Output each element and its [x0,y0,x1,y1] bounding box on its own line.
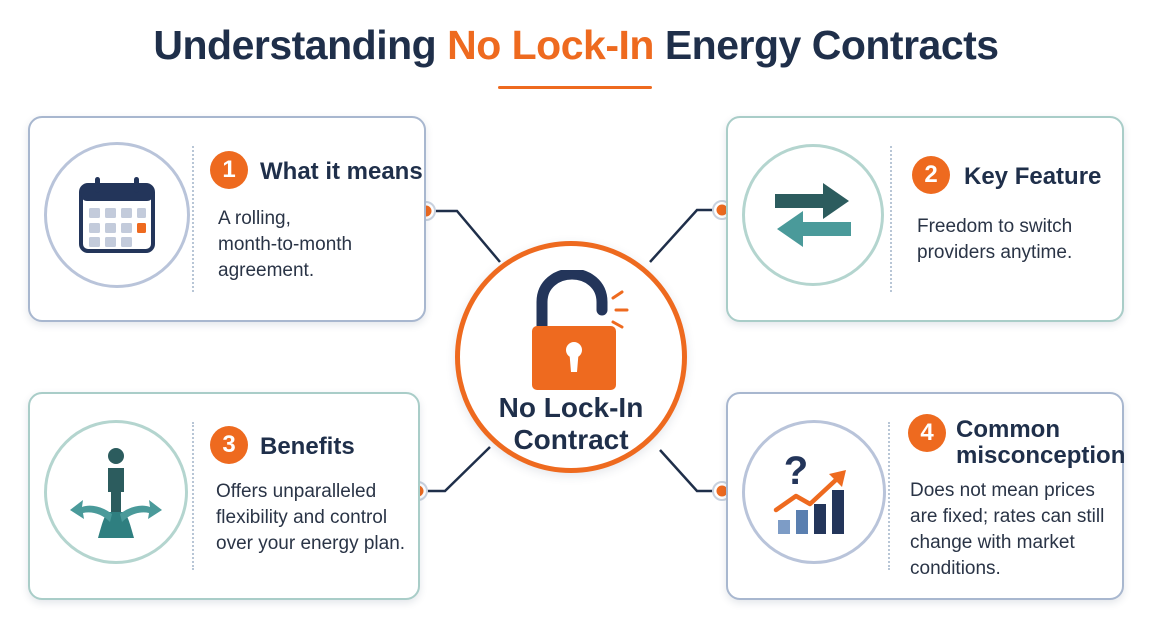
card-1-divider [192,146,194,292]
card-4-title-line2: misconception [956,442,1126,469]
card-3-icon-circle [44,420,188,564]
connector-line-2 [649,208,722,263]
card-3-number-badge: 3 [210,426,248,464]
card-benefits: 3 Benefits Offers unparalleled flexibili… [28,392,420,600]
card-common-misconception: ? 4 Common misconception Does not mean p… [726,392,1126,600]
card-4-body: Does not mean prices are fixed; rates ca… [910,480,1105,579]
title-suffix: Energy Contracts [664,22,999,68]
card-4-title-line1: Common [956,416,1060,443]
card-3-title: Benefits [260,433,355,460]
center-label-line1: No Lock-In [498,392,644,423]
card-2-icon-circle [742,144,884,286]
card-1-icon-circle [44,142,190,288]
title-highlight: No Lock-In [447,22,654,68]
card-1-body: A rolling, month-to-month agreement. [218,208,353,281]
card-3-divider [192,422,194,570]
connector-line-1 [426,209,501,263]
card-what-it-means: 1 What it means A rolling, month-to-mont… [28,116,426,322]
title-underline [498,86,652,89]
question-rising-chart-icon: ? [773,449,846,534]
card-4-divider [888,422,890,570]
switch-arrows-icon [775,183,851,247]
card-2-number-badge: 2 [912,156,950,194]
connector-line-4 [659,449,722,493]
card-4-number-badge: 4 [908,414,946,452]
page-title: Understanding No Lock-In Energy Contract… [0,22,1152,69]
open-padlock-icon [532,270,629,390]
center-label-line2: Contract [513,424,629,455]
calendar-icon [79,177,155,253]
svg-text:?: ? [784,449,808,493]
card-2-title: Key Feature [964,163,1102,190]
card-2-body: Freedom to switch providers anytime. [917,216,1073,263]
card-1-number-badge: 1 [210,151,248,189]
crossroads-person-icon [70,448,162,538]
card-3-body: Offers unparalleled flexibility and cont… [216,481,406,554]
center-hub: No Lock-In Contract [455,241,687,473]
title-prefix: Understanding [153,22,437,68]
card-2-divider [890,146,892,292]
card-1-title: What it means [260,158,423,185]
center-label: No Lock-In Contract [460,392,682,456]
card-key-feature: 2 Key Feature Freedom to switch provider… [726,116,1124,322]
card-4-icon-circle: ? [742,420,886,564]
